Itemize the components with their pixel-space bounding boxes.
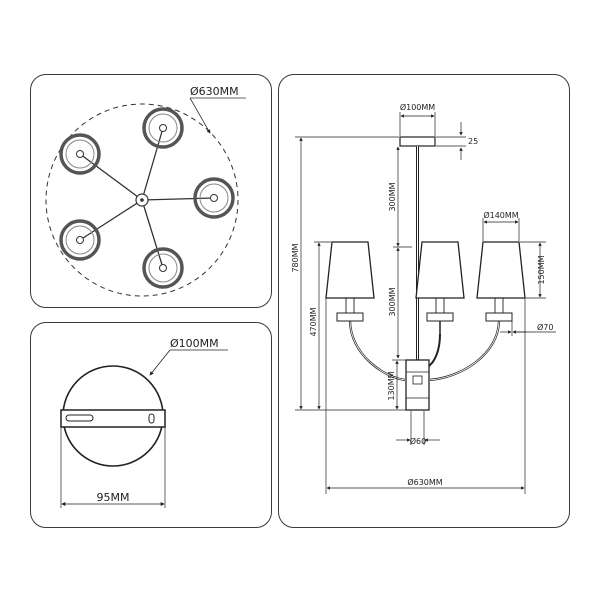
base-view <box>60 349 228 508</box>
shade-top-2 <box>59 133 101 175</box>
shade-left <box>325 241 375 299</box>
mounting-plate <box>60 409 166 428</box>
shade-diameter-label: Ø140MM <box>483 210 518 220</box>
cup-right <box>485 312 513 322</box>
arms <box>79 127 215 269</box>
canopy <box>399 136 436 147</box>
hub <box>405 359 430 411</box>
body-height-label: 470MM <box>309 307 318 336</box>
outline-dashed-circle <box>45 103 239 297</box>
shade-top-4 <box>59 219 101 261</box>
base-view-diameter-label: Ø100MM <box>170 337 219 350</box>
canopy-diameter-label: Ø100MM <box>400 102 435 112</box>
plate-slot-right <box>148 413 155 424</box>
shade-top-5 <box>142 247 184 289</box>
overall-width-label: Ø630MM <box>407 477 442 487</box>
rod-upper-label: 300MM <box>388 182 397 211</box>
hub-height-label: 130MM <box>387 371 396 400</box>
total-height-label: 780MM <box>291 243 300 272</box>
shade-top-3 <box>193 177 235 219</box>
cup-center <box>426 312 454 322</box>
shade-center <box>415 241 465 299</box>
shade-right <box>476 241 526 299</box>
top-view <box>45 97 246 297</box>
elevation-dimensions <box>295 112 556 494</box>
canopy-height-label: 25 <box>468 137 478 146</box>
cup-diameter-label: Ø70 <box>537 322 553 332</box>
hub-diameter-label: Ø60 <box>410 436 426 446</box>
shade-height-label: 150MM <box>537 255 546 284</box>
rod-lower-label: 300MM <box>388 287 397 316</box>
top-view-diameter-label: Ø630MM <box>190 85 239 98</box>
cup-left <box>336 312 364 322</box>
plate-slot-left <box>65 414 94 422</box>
elevation-view <box>325 136 526 411</box>
base-view-width-label: 95MM <box>97 491 130 504</box>
shade-top-1 <box>142 107 184 149</box>
elevation-panel <box>278 74 570 528</box>
